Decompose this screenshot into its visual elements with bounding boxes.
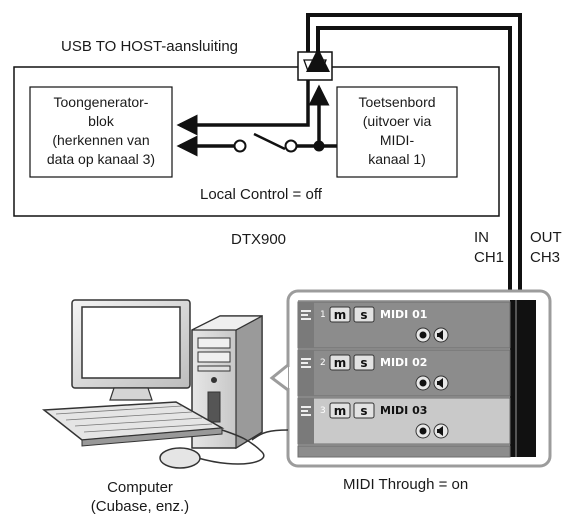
track-name: MIDI 03 — [380, 404, 427, 417]
monitor-speaker-icon[interactable] — [433, 423, 449, 439]
track-name: MIDI 01 — [380, 308, 427, 321]
device-name: DTX900 — [231, 231, 287, 248]
switch-contact-right — [284, 139, 298, 153]
svg-text:s: s — [360, 356, 367, 370]
track-number: 1 — [320, 310, 326, 320]
solo-button[interactable]: s — [353, 354, 375, 371]
switch-contact-left — [233, 139, 247, 153]
solo-button[interactable]: s — [353, 306, 375, 323]
svg-text:s: s — [360, 308, 367, 322]
track-number: 2 — [320, 358, 326, 368]
svg-text:m: m — [334, 404, 347, 418]
keyboard-box — [336, 86, 458, 178]
keyboard-label: Toetsenbord (uitvoer via MIDI- kanaal 1) — [358, 94, 436, 167]
track-type-icon — [301, 310, 311, 320]
computer-illustration — [41, 299, 289, 469]
monitor-screen — [81, 306, 181, 379]
track-name: MIDI 02 — [380, 356, 427, 369]
out-cable — [306, 26, 512, 290]
mute-button[interactable]: m — [329, 354, 351, 371]
record-enable-icon[interactable] — [415, 423, 431, 439]
track-row-partial — [297, 445, 511, 458]
tone-generator-box — [29, 86, 173, 178]
switch-lever — [253, 132, 286, 151]
usb-port-label: USB TO HOST-aansluiting — [61, 38, 239, 55]
svg-text:s: s — [360, 404, 367, 418]
svg-text:m: m — [334, 308, 347, 322]
solo-button[interactable]: s — [353, 402, 375, 419]
computer-label: Computer (Cubase, enz.) — [90, 479, 190, 515]
pc-mouse — [159, 447, 201, 469]
track-type-icon — [301, 358, 311, 368]
mute-button[interactable]: m — [329, 402, 351, 419]
daw-panel-pointer — [269, 363, 289, 392]
record-enable-icon[interactable] — [415, 327, 431, 343]
monitor-speaker-icon[interactable] — [433, 375, 449, 391]
in-to-tone-gen-line — [176, 80, 310, 136]
in-label: IN CH1 — [474, 229, 505, 266]
track-type-icon — [301, 406, 311, 416]
record-enable-icon[interactable] — [415, 375, 431, 391]
track-number: 3 — [320, 406, 326, 416]
monitor-speaker-icon[interactable] — [433, 327, 449, 343]
tone-generator-label: Toongenerator- blok (herkennen van data … — [46, 94, 156, 167]
mute-button[interactable]: m — [329, 306, 351, 323]
local-control-label: Local Control = off — [200, 186, 322, 203]
midi-through-label: MIDI Through = on — [343, 476, 469, 493]
out-label: OUT CH3 — [530, 229, 562, 266]
svg-text:m: m — [334, 356, 347, 370]
in-cable — [306, 13, 522, 290]
